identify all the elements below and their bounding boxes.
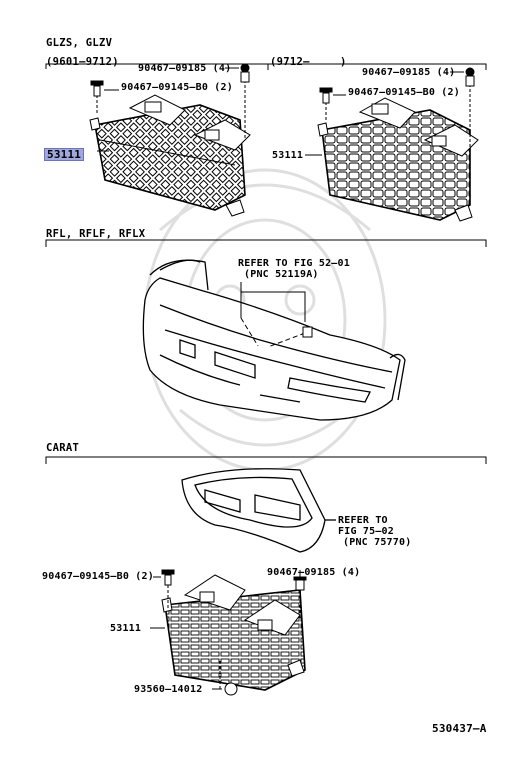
section-bracket-2	[45, 239, 487, 247]
section-title-carat: CARAT	[46, 442, 80, 454]
part-label-grille-right[interactable]: 53111	[272, 150, 304, 161]
section-bracket-1	[45, 63, 487, 70]
grille-left-drawing	[89, 94, 251, 217]
grille-right-drawing	[317, 97, 479, 222]
part-label-clip-carat[interactable]: 90467–09145–B0 (2)	[42, 571, 154, 582]
date-range-left: (9601–9712)	[46, 56, 119, 68]
part-label-grille-left[interactable]: 53111	[44, 148, 85, 161]
ref-fig-52-line1[interactable]: REFER TO FIG 52–01	[238, 258, 350, 269]
part-label-bolt-left[interactable]: 90467–09185 (4)	[138, 63, 232, 74]
date-range-right: (9712–	[270, 56, 310, 68]
fastener-carat	[150, 569, 307, 696]
ref-fig-52-line2: (PNC 52119A)	[244, 269, 319, 280]
part-label-clip-right[interactable]: 90467–09145–B0 (2)	[348, 87, 460, 98]
fastener-left	[90, 63, 250, 152]
ref-leader-52	[240, 282, 313, 348]
date-range-right-close: )	[340, 56, 347, 68]
part-label-bolt-carat[interactable]: 90467–09185 (4)	[267, 567, 361, 578]
grille-carat-drawing	[161, 574, 306, 691]
part-label-grille-carat[interactable]: 53111	[110, 623, 142, 634]
ref-fig-75-line1[interactable]: REFER TO	[338, 515, 388, 526]
ref-fig-75-line2: FIG 75–02	[338, 526, 394, 537]
part-label-bolt-right[interactable]: 90467–09185 (4)	[362, 67, 456, 78]
section-bracket-3	[45, 456, 487, 464]
part-label-clip-left[interactable]: 90467–09145–B0 (2)	[121, 82, 233, 93]
fastener-right	[305, 67, 475, 156]
part-label-screw-carat[interactable]: 93560–14012	[134, 684, 203, 695]
garnish-carat	[181, 468, 336, 553]
section-title-rfl: RFL, RFLF, RFLX	[46, 228, 146, 240]
ref-fig-75-line3: (PNC 75770)	[343, 537, 412, 548]
section-title-glzs: GLZS, GLZV	[46, 37, 113, 49]
diagram-id: 530437–A	[432, 722, 487, 735]
bumper-drawing	[142, 259, 406, 421]
